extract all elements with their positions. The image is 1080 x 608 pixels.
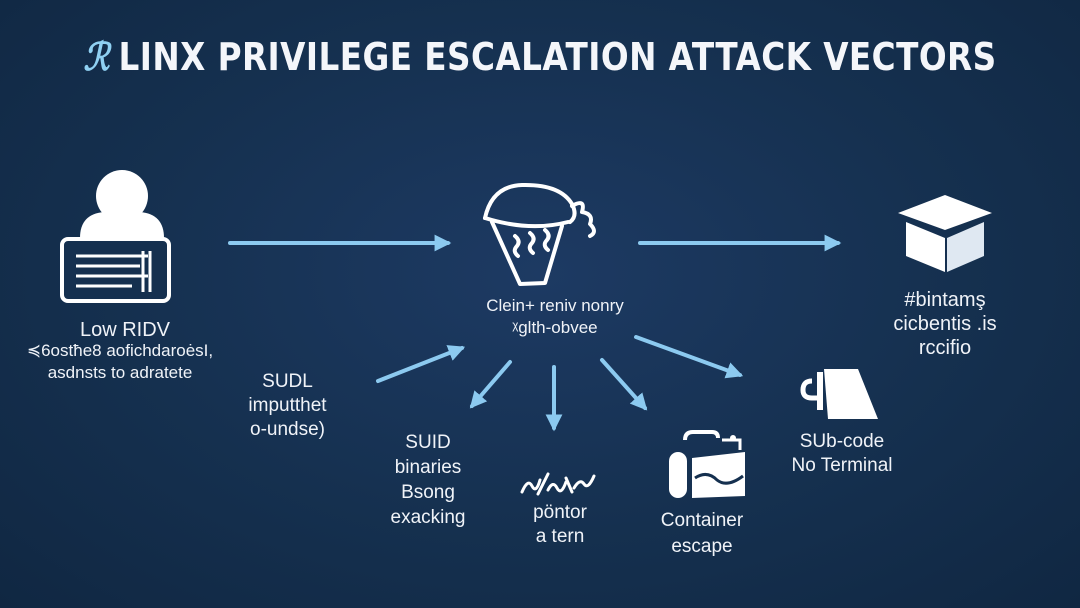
low-priv-title: Low RIDV [79,319,171,341]
sudl-label: SUDL imputthet o-undse) [225,370,350,442]
root-label: #bintamş cicbentis .is rccifio [860,288,1030,360]
title-text: LINX PRIVILEGE ESCALATION ATTACK VECTORS [118,35,997,79]
center-line-2: ᵡglth-obvee [512,318,598,337]
scribble-icon [520,472,596,496]
container-line-2: escape [671,536,733,557]
subcode-line-2: No Terminal [791,455,893,476]
sudl-line-3: o-undse) [250,419,325,440]
center-line-1: Clein+ reniv nonry [486,296,624,315]
center-label: Clein+ reniv nonry ᵡglth-obvee [440,295,670,339]
low-priv-desc: ≼6ostħe8 aofichdaroėsI, asdnsts to adrat… [10,340,230,384]
root-line-3: rccifio [918,337,972,359]
logo-icon: ℛ [83,34,110,79]
subcode-label: SUb-code No Terminal [772,430,912,478]
sudl-line-1: SUDL [262,371,313,392]
cube-icon [898,195,992,272]
arrow-sudl-to-center [376,345,466,383]
container-line-1: Container [660,510,744,531]
subcode-line-1: SUb-code [799,431,885,452]
low-priv-desc-line-2: asdnsts to adratete [47,363,193,382]
document-icon [800,369,878,419]
root-line-2: cicbentis .is [893,313,997,335]
bucket-icon [483,182,596,286]
low-priv-label: Low RIDV [40,318,210,342]
pontor-line-1: pöntor [533,502,587,523]
arrow-center-to-container [600,358,648,411]
suid-line-2: binaries [394,457,462,478]
arrow-center-to-suid [469,360,512,409]
sudl-line-2: imputthet [248,395,327,416]
suid-line-1: SUID [405,432,451,453]
root-line-1: #bintamş [904,289,986,311]
arrow-center-to-subcode [634,335,744,379]
container-icon [669,430,745,498]
low-priv-desc-line-1: ≼6ostħe8 aofichdaroėsI, [26,341,214,360]
container-label: Container escape [642,508,762,560]
user-terminal-icon [60,170,171,303]
pontor-line-2: a tern [535,526,585,547]
suid-line-4: exacking [390,507,466,528]
suid-label: SUID binaries Bsong exacking [368,430,488,530]
suid-line-3: Bsong [401,482,455,503]
pontor-label: pöntor a tern [505,501,615,549]
